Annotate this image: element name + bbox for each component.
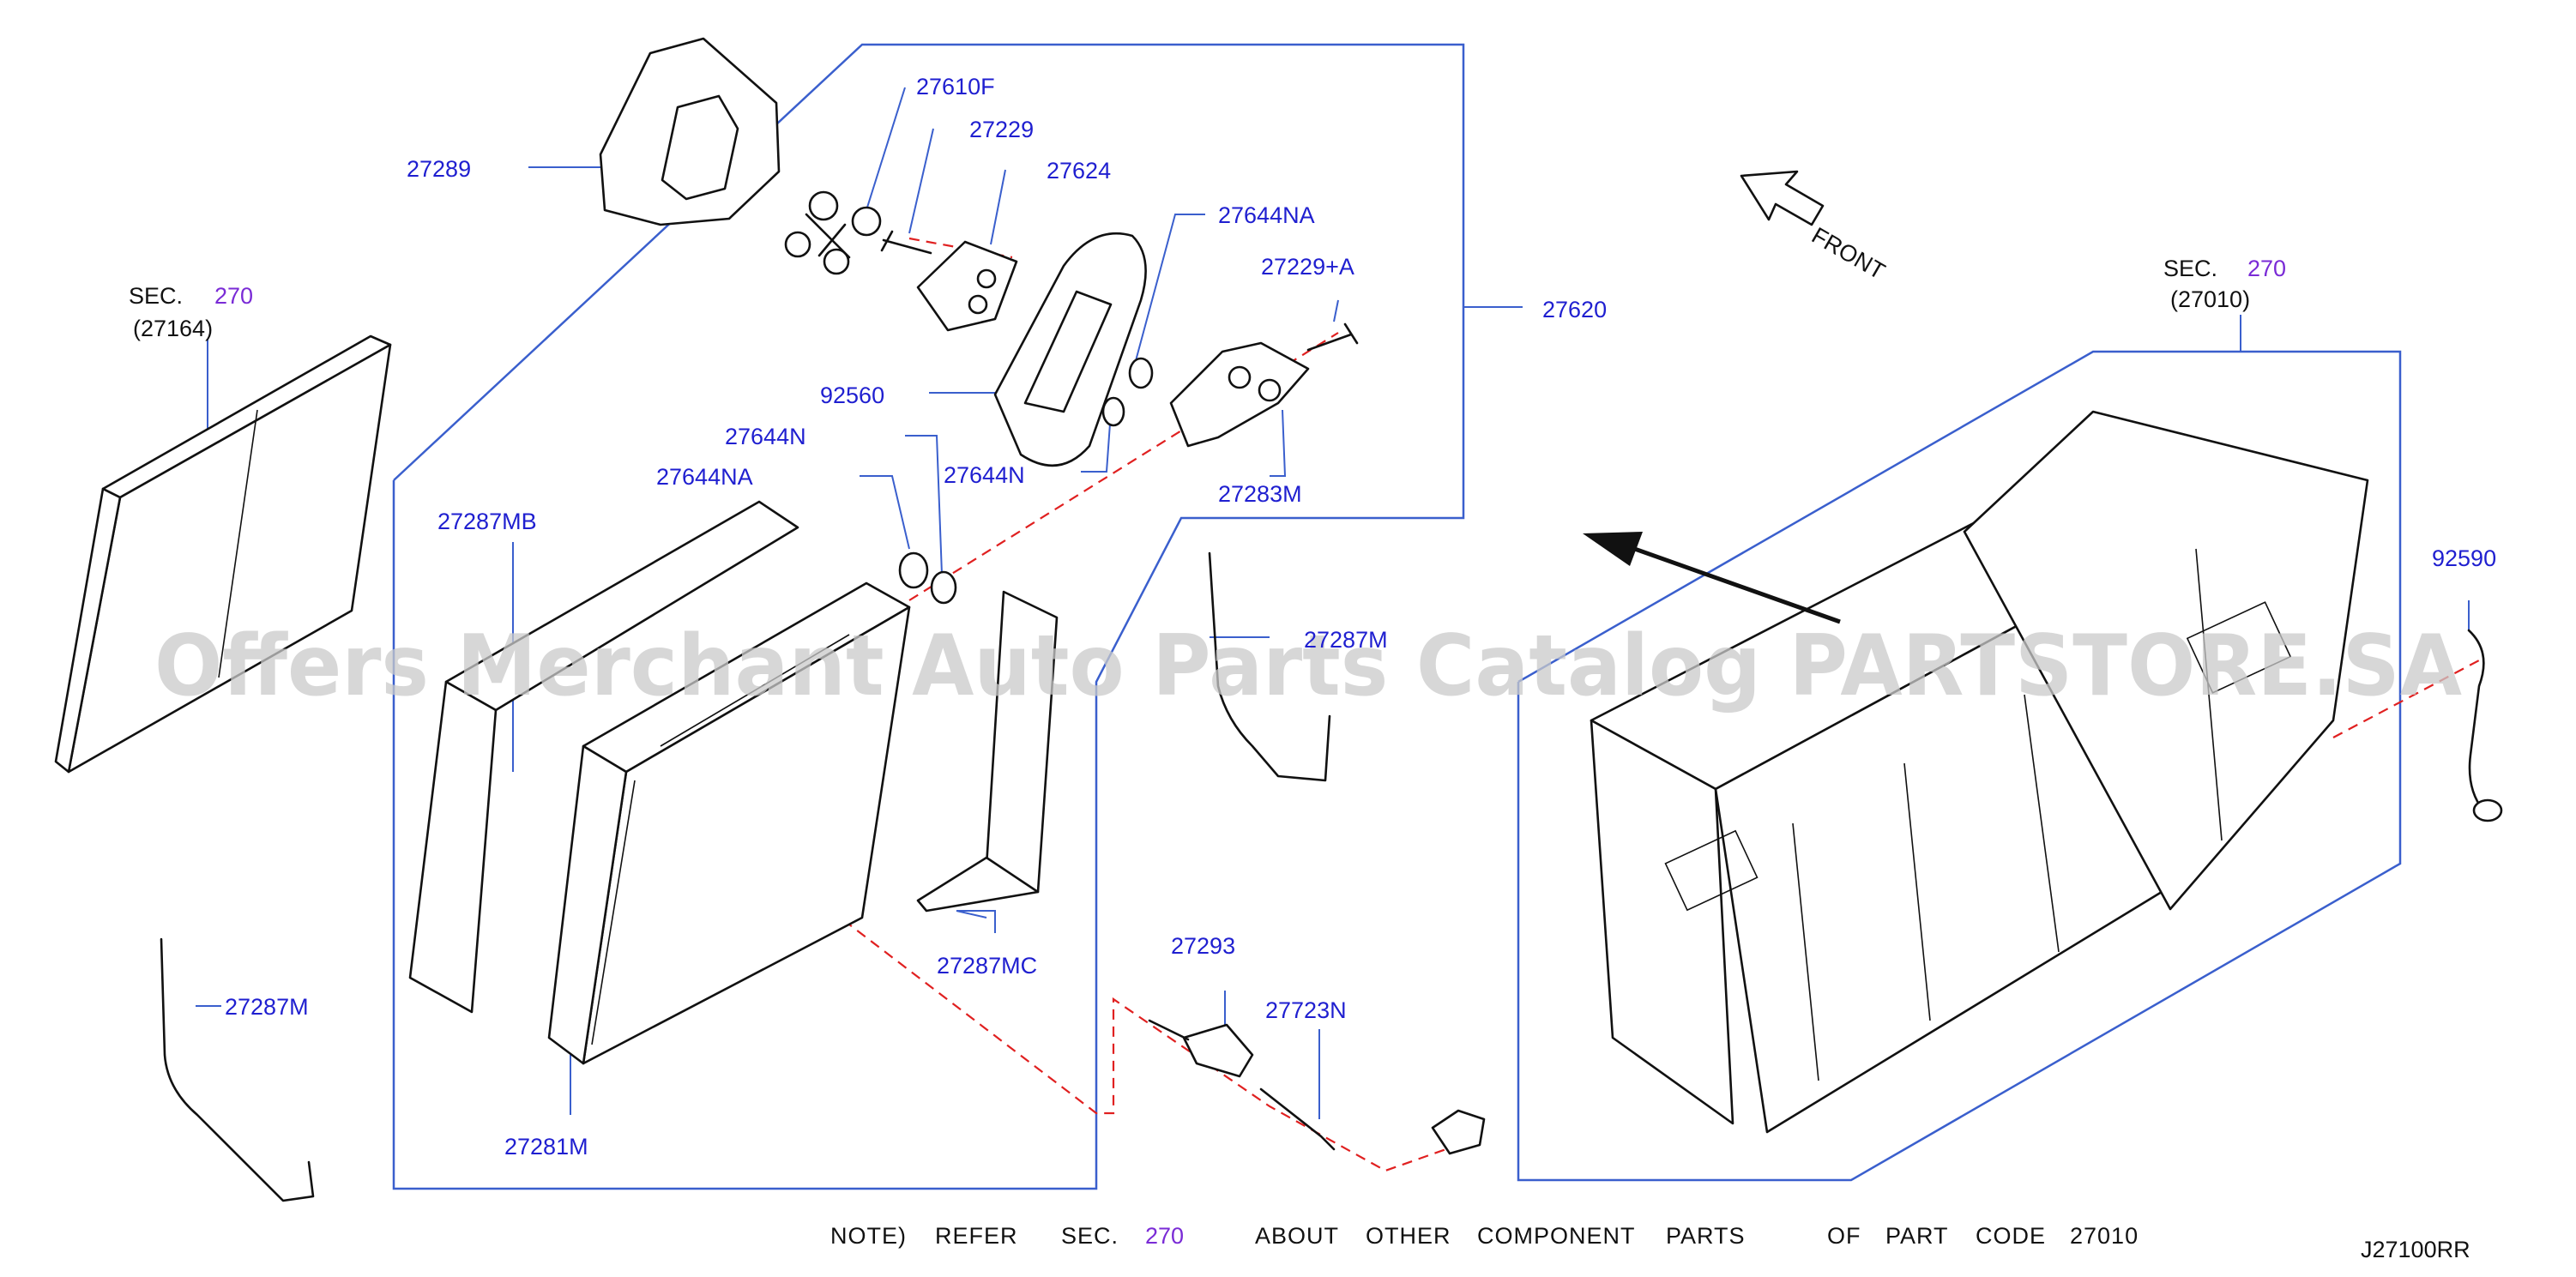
note-word: ABOUT — [1255, 1223, 1339, 1249]
note-word: OF — [1827, 1223, 1861, 1249]
section-ref-left-code: (27164) — [133, 316, 213, 341]
part-27723N-harness — [1259, 1087, 1486, 1155]
label-27644N-lower: 27644N — [944, 462, 1025, 488]
part-27283M-block — [1169, 341, 1310, 448]
part-cabin-filter — [54, 334, 392, 774]
note-word: CODE — [1976, 1223, 2046, 1249]
label-92590: 92590 — [2432, 545, 2496, 571]
label-27644NA-left: 27644NA — [656, 464, 753, 490]
frame-27010 — [1517, 350, 2402, 1182]
part-27010-heater-unit — [1590, 410, 2369, 1134]
section-ref-right-number: 270 — [2247, 256, 2286, 281]
section-ref-right-code: (27010) — [2170, 286, 2250, 312]
label-27281M: 27281M — [504, 1134, 588, 1160]
section-ref-left-number: 270 — [214, 283, 253, 309]
leader-lines — [196, 87, 2470, 1119]
part-orings — [898, 357, 1154, 605]
label-27620: 27620 — [1542, 297, 1607, 322]
label-27293: 27293 — [1171, 933, 1235, 959]
frame-27620 — [392, 43, 1465, 1190]
section-ref-left-prefix: SEC. — [129, 283, 183, 309]
part-27287M-hose-left — [160, 937, 315, 1202]
watermark-text: Offers Merchant Auto Parts Catalog PARTS… — [154, 617, 2462, 715]
label-27644N-upper: 27644N — [725, 424, 806, 449]
part-27293-thermistor — [1148, 1019, 1254, 1078]
part-27289-seal-ring — [599, 37, 781, 226]
part-27287MB-seal — [408, 500, 799, 1014]
label-27287MB: 27287MB — [437, 509, 537, 534]
part-27229-bolt — [880, 230, 932, 255]
label-27229A: 27229+A — [1261, 254, 1354, 280]
part-92560-cover — [993, 232, 1147, 467]
part-92590-drain-hose — [2467, 629, 2503, 822]
note-section-number: 270 — [1145, 1223, 1184, 1249]
label-front: FRONT — [1807, 222, 1890, 284]
note-word: PARTS — [1666, 1223, 1746, 1249]
part-27287M-hose-middle — [1208, 551, 1331, 782]
label-27723N: 27723N — [1265, 997, 1347, 1023]
label-27229: 27229 — [969, 117, 1034, 142]
part-27229A-bolt — [1306, 322, 1359, 352]
section-ref-right: SEC. 270 (27010) — [2163, 256, 2286, 312]
part-labels: 27289 27610F 27229 27624 27644NA 27229+A… — [225, 74, 2496, 1262]
label-27624: 27624 — [1047, 158, 1111, 184]
part-27610F-clips — [784, 190, 882, 275]
label-27283M: 27283M — [1218, 481, 1302, 507]
direction-arrow-icon — [1583, 532, 1841, 624]
label-92560: 92560 — [820, 382, 884, 408]
note-word: 27010 — [2070, 1223, 2139, 1249]
note-word: COMPONENT — [1477, 1223, 1636, 1249]
label-27289: 27289 — [407, 156, 471, 182]
footnote: NOTE) REFER SEC. 270 ABOUT OTHER COMPONE… — [830, 1223, 2139, 1249]
part-27287MC-seal — [916, 590, 1059, 913]
note-word: PART — [1885, 1223, 1949, 1249]
label-27287MC: 27287MC — [937, 953, 1037, 979]
label-27610F: 27610F — [916, 74, 995, 99]
part-27624-valve — [916, 240, 1018, 332]
front-arrow — [1740, 170, 1825, 226]
note-word: NOTE) — [830, 1223, 907, 1249]
diagram-code: J27100RR — [2361, 1237, 2470, 1262]
label-27287M-left: 27287M — [225, 994, 309, 1020]
note-word: SEC. — [1061, 1223, 1119, 1249]
note-word: REFER — [935, 1223, 1018, 1249]
label-27644NA-top: 27644NA — [1218, 202, 1315, 228]
note-word: OTHER — [1366, 1223, 1451, 1249]
section-ref-left: SEC. 270 (27164) — [129, 283, 253, 341]
assembly-frames — [392, 43, 2402, 1190]
part-27281M-evaporator — [547, 581, 911, 1065]
section-ref-right-prefix: SEC. — [2163, 256, 2217, 281]
label-27287M-mid: 27287M — [1304, 627, 1388, 653]
